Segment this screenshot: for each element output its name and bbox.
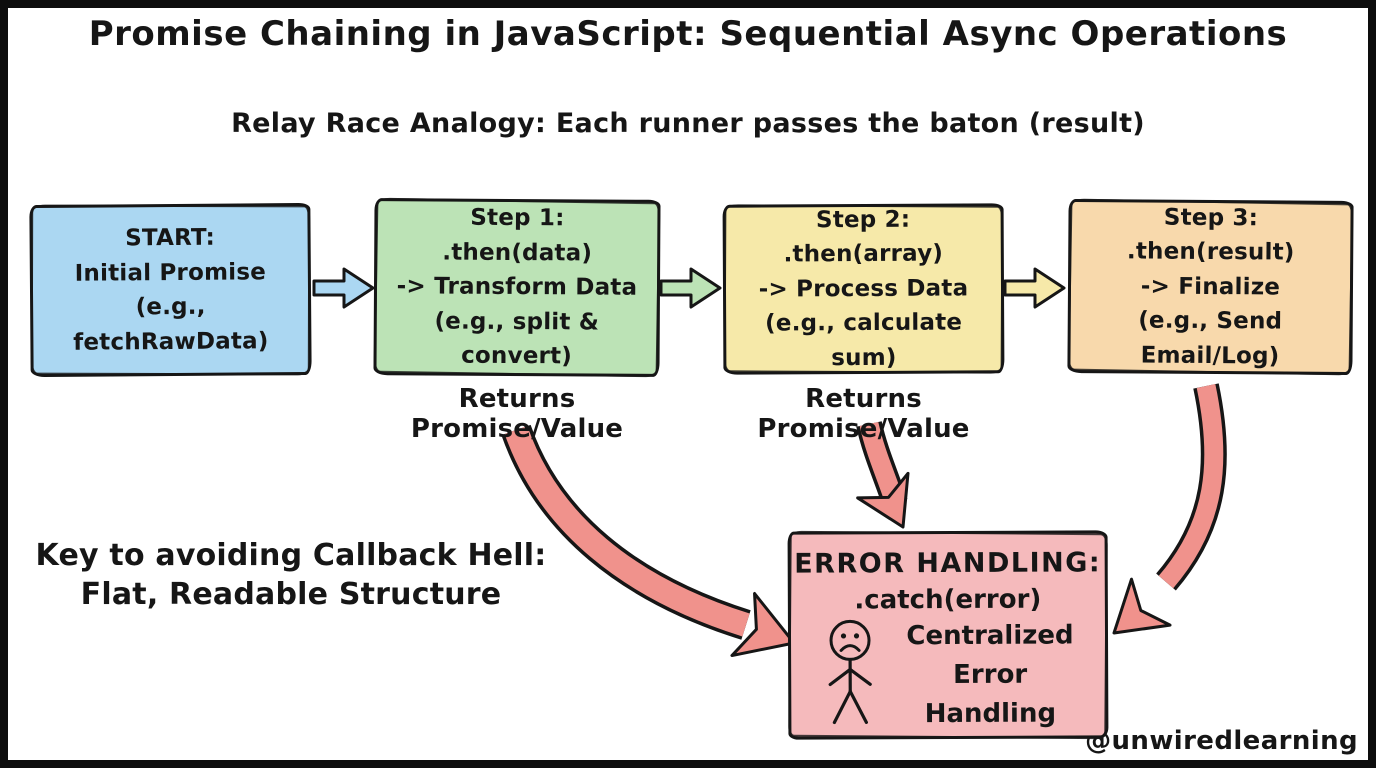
flow-box-line: (e.g., split & convert): [434, 308, 600, 370]
error-heading: ERROR HANDLING:: [794, 547, 1102, 580]
flow-arrow-green-icon: [659, 267, 722, 309]
flow-box-line: .then(array): [783, 240, 944, 268]
error-arrow-from-step3-icon: [1112, 383, 1227, 635]
flow-box-line: -> Transform Data: [396, 273, 638, 301]
returns-caption-step2: Returns Promise/Value: [757, 384, 970, 444]
flow-box-line: (e.g., Send Email/Log): [1138, 307, 1283, 370]
callback-hell-note: Key to avoiding Callback Hell: Flat, Rea…: [34, 536, 548, 614]
flow-box-line: (e.g., calculate sum): [765, 309, 963, 371]
error-description-line: Error Handling: [924, 659, 1057, 730]
flow-box-line: Step 3:: [1163, 204, 1259, 232]
flow-box-line: .then(data): [442, 239, 593, 267]
flow-arrow-blue-icon: [312, 267, 375, 309]
flow-box-line: Step 2:: [815, 206, 911, 233]
error-arrow-from-step1-icon: [501, 424, 796, 658]
flow-box-line: (e.g., fetchRawData): [73, 293, 269, 356]
flow-box-step2: Step 2: .then(array) -> Process Data (e.…: [722, 203, 1005, 375]
attribution-handle: @unwiredlearning: [1085, 726, 1358, 756]
flow-box-line: -> Finalize: [1140, 273, 1281, 301]
error-description-line: Centralized: [906, 620, 1074, 652]
flow-arrow-yellow-icon: [1003, 267, 1066, 309]
flow-box-line: Step 1:: [470, 204, 565, 232]
error-catch-code: .catch(error): [854, 584, 1042, 616]
error-box-row: Centralized Error Handling: [791, 614, 1106, 736]
flow-box-line: .then(result): [1126, 238, 1295, 266]
callback-hell-note-line: Flat, Readable Structure: [80, 577, 502, 612]
error-description: Centralized Error Handling: [883, 616, 1098, 734]
flow-box-line: START:: [125, 224, 216, 252]
callback-hell-note-line: Key to avoiding Callback Hell:: [35, 538, 547, 573]
flow-box-step3: Step 3: .then(result) -> Finalize (e.g.,…: [1067, 199, 1354, 375]
error-handling-box: ERROR HANDLING: .catch(error) Centralize…: [787, 530, 1109, 740]
subtitle-analogy: Relay Race Analogy: Each runner passes t…: [231, 108, 1145, 139]
page-title: Promise Chaining in JavaScript: Sequenti…: [88, 14, 1288, 54]
sad-stick-figure-icon: [828, 619, 872, 724]
flow-box-line: Initial Promise: [74, 258, 267, 287]
flow-box-step1: Step 1: .then(data) -> Transform Data (e…: [373, 198, 661, 377]
flow-box-line: -> Process Data: [758, 275, 969, 303]
flow-box-start: START: Initial Promise (e.g., fetchRawDa…: [29, 202, 312, 378]
returns-caption-step1: Returns Promise/Value: [410, 384, 624, 444]
